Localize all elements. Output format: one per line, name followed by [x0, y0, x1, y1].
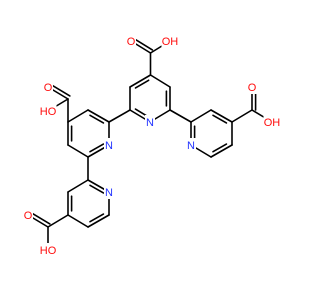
atom-label-bg-o7	[247, 80, 257, 94]
atom-label-bg-o1	[161, 34, 179, 48]
bond-c11-n2-inner	[89, 143, 105, 153]
atom-label-bg-o3	[43, 80, 53, 94]
atom-label-o2: O	[127, 36, 136, 48]
atom-label-o1: OH	[162, 36, 179, 48]
bond-c15-c16	[67, 214, 89, 228]
atom-label-bg-o8	[263, 115, 281, 129]
atom-label-o3: O	[44, 82, 53, 94]
bond-c17-c13	[67, 179, 89, 193]
bond-c18-o6-second	[29, 211, 51, 225]
bond-c4-c19	[169, 109, 192, 123]
atom-label-bg-o2	[126, 34, 136, 48]
atom-label-o8: OH	[264, 117, 281, 129]
atom-label-bg-o5	[39, 243, 57, 257]
bond-c20-c21-inner	[212, 143, 228, 153]
bond-c23-c19	[190, 109, 212, 123]
atom-label-bg-n3	[104, 185, 114, 199]
atom-label-bg-n2	[104, 138, 114, 152]
atom-label-o4: HO	[40, 106, 57, 118]
bond-c14-c15-inner	[89, 213, 105, 223]
atom-label-o6: O	[24, 210, 33, 222]
bond-c20-c21	[210, 144, 233, 158]
atom-label-bg-n1	[145, 115, 155, 129]
bond-c1-c2	[129, 74, 152, 88]
bond-c7-c8-inner	[89, 114, 105, 124]
atom-label-n3: N	[105, 187, 113, 199]
bond-c16-c18	[47, 214, 69, 228]
bond-c1-c2-inner	[134, 79, 150, 89]
atom-label-n2: N	[105, 140, 113, 152]
atom-label-bg-n4	[186, 138, 196, 152]
bond-c8-c9	[67, 109, 89, 123]
bond-c22-c24	[231, 109, 253, 123]
bond-c13-n3-inner	[89, 184, 105, 194]
bond-layer	[27, 37, 273, 251]
bond-c14-c15	[87, 214, 110, 228]
bond-c22-c23	[210, 109, 233, 123]
atom-label-n4: N	[187, 140, 195, 152]
atom-label-o7: O	[248, 82, 257, 94]
atom-label-bg-o4	[39, 104, 57, 118]
bond-c10-c11	[67, 144, 89, 158]
bond-c6-o2-second	[132, 37, 154, 51]
atom-label-bg-o6	[23, 208, 33, 222]
atom-label-n1: N	[146, 117, 154, 129]
atom-label-o5: HO	[40, 245, 57, 257]
bond-c3-c7	[108, 109, 131, 123]
bond-c5-c1	[149, 74, 171, 88]
bond-c12-o3-second	[49, 83, 71, 97]
bond-c7-c8	[87, 109, 110, 123]
bond-c22-c23-inner	[212, 114, 228, 124]
